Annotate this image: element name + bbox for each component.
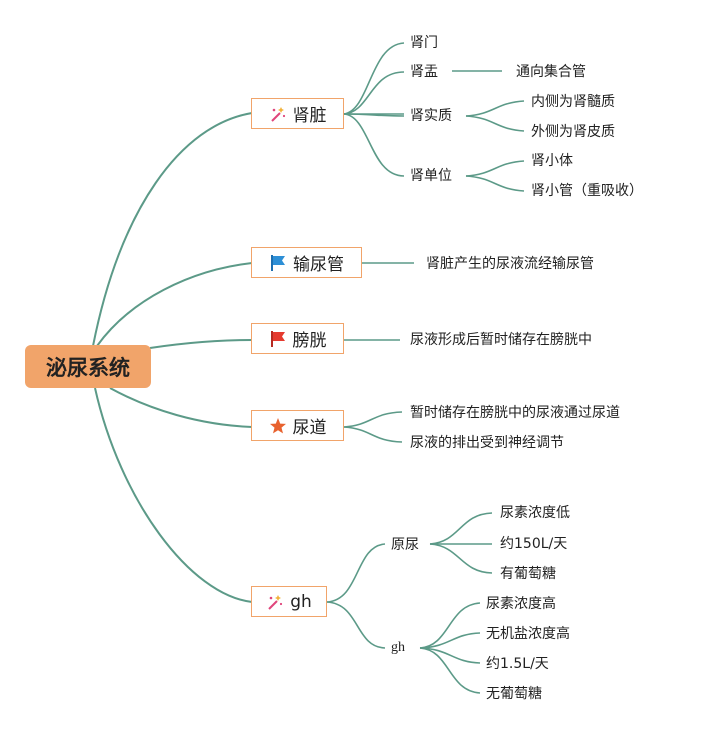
node-final-urea-high[interactable]: 尿素浓度高 xyxy=(486,596,556,612)
node-to-collecting-duct[interactable]: 通向集合管 xyxy=(516,64,586,80)
red-flag-icon xyxy=(269,330,287,348)
branch-label: 膀胱 xyxy=(292,331,327,351)
node-ureter-desc[interactable]: 肾脏产生的尿液流经输尿管 xyxy=(426,256,594,272)
star-icon xyxy=(269,417,287,435)
branch-kidney[interactable]: 肾脏 xyxy=(251,98,344,129)
node-primary-urea-low[interactable]: 尿素浓度低 xyxy=(500,505,570,521)
node-renal-hilum[interactable]: 肾门 xyxy=(410,35,438,51)
branch-gh[interactable]: gh xyxy=(251,586,327,617)
node-final-volume[interactable]: 约1.5L/天 xyxy=(486,656,549,672)
node-final-no-glucose[interactable]: 无葡萄糖 xyxy=(486,686,542,702)
branch-bladder[interactable]: 膀胱 xyxy=(251,323,344,354)
magic-wand-icon xyxy=(266,593,284,611)
magic-wand-icon xyxy=(269,105,287,123)
node-urethra-desc-1[interactable]: 暂时储存在膀胱中的尿液通过尿道 xyxy=(410,405,620,421)
node-renal-medulla[interactable]: 内侧为肾髓质 xyxy=(531,94,615,110)
node-renal-corpuscle[interactable]: 肾小体 xyxy=(531,153,573,169)
node-bladder-desc[interactable]: 尿液形成后暂时储存在膀胱中 xyxy=(410,332,592,348)
node-final-salt-high[interactable]: 无机盐浓度高 xyxy=(486,626,570,642)
node-primary-volume[interactable]: 约150L/天 xyxy=(500,536,568,552)
branch-label: 输尿管 xyxy=(293,255,344,275)
node-renal-pelvis[interactable]: 肾盂 xyxy=(410,64,438,80)
node-nephron[interactable]: 肾单位 xyxy=(410,168,452,184)
node-urethra-desc-2[interactable]: 尿液的排出受到神经调节 xyxy=(410,435,564,451)
node-gh-sub[interactable]: gh xyxy=(391,640,405,655)
node-renal-parenchyma[interactable]: 肾实质 xyxy=(410,108,452,124)
root-node[interactable]: 泌尿系统 xyxy=(25,345,151,388)
branch-label: 肾脏 xyxy=(292,106,327,126)
branch-urethra[interactable]: 尿道 xyxy=(251,410,344,441)
node-renal-tubule[interactable]: 肾小管（重吸收） xyxy=(531,183,643,199)
branch-label: 尿道 xyxy=(292,418,327,438)
node-primary-glucose[interactable]: 有葡萄糖 xyxy=(500,566,556,582)
branch-label: gh xyxy=(290,591,312,612)
node-primary-urine[interactable]: 原尿 xyxy=(391,537,419,553)
blue-flag-icon xyxy=(269,254,287,272)
branch-ureter[interactable]: 输尿管 xyxy=(251,247,362,278)
node-renal-cortex[interactable]: 外侧为肾皮质 xyxy=(531,124,615,140)
